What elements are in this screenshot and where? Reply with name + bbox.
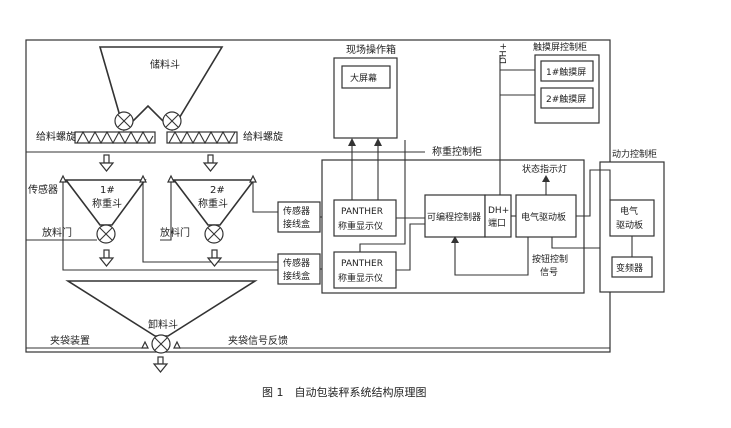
svg-text:驱动板: 驱动板 [616,219,643,231]
up-arrow-status [542,175,550,182]
svg-text:传感器: 传感器 [283,205,310,217]
dh-port: DH+ 端口 [484,194,512,238]
up-arrow-2 [374,138,382,146]
bag-clamp-label: 夹袋装置 [50,334,90,347]
up-arrow-1 [348,138,356,146]
big-screen-label: 大屏幕 [350,72,377,84]
panther-display-1: PANTHER 称重显示仪 [333,199,397,237]
weigh-cabinet-label: 称重控制柜 [432,145,482,158]
touchscreen-2 [540,87,594,109]
plc: 可编程控制器 [424,194,486,238]
touchscreen-1 [540,60,594,82]
weigh-hopper-2-label: 称重斗 [198,197,228,210]
bag-feedback-label: 夹袋信号反馈 [228,334,288,347]
weigh-hopper-1-num: 1# [100,185,115,196]
feed-screw-left [74,130,156,145]
weigh-hopper-1-label: 称重斗 [92,197,122,210]
junction-box-1: 传感器 接线盒 [277,201,321,233]
svg-text:称重显示仪: 称重显示仪 [338,220,383,232]
button-signal-label-2: 信号 [540,266,558,278]
unload-hopper-label: 卸料斗 [148,318,178,331]
feed-screw-right [166,130,238,145]
svg-text:接线盒: 接线盒 [283,218,310,230]
unload-hopper: 卸料斗 [65,280,258,354]
sensor-label: 传感器 [28,183,58,196]
svg-text:PANTHER: PANTHER [341,259,383,269]
svg-text:电气驱动板: 电气驱动板 [521,211,566,223]
electric-drive-board: 电气驱动板 [515,194,577,238]
svg-text:传感器: 传感器 [283,257,310,269]
dh-vertical-label: DH+ [499,43,509,64]
big-screen [341,65,391,89]
svg-text:2#触摸屏: 2#触摸屏 [546,93,586,105]
down-arrow-3 [98,249,115,267]
panther-display-2: PANTHER 称重显示仪 [333,251,397,289]
field-box-label: 现场操作箱 [346,43,396,56]
status-lamp-label: 状态指示灯 [522,163,567,175]
svg-text:接线盒: 接线盒 [283,270,310,282]
svg-text:可编程控制器: 可编程控制器 [427,211,481,223]
storage-hopper-label: 储料斗 [150,58,180,71]
svg-text:端口: 端口 [488,217,506,229]
svg-text:变频器: 变频器 [616,262,643,274]
power-drive-board [609,199,655,237]
down-arrow-5 [152,356,169,373]
figure-caption: 图 1 自动包装秤系统结构原理图 [262,385,427,399]
svg-text:DH+: DH+ [488,206,509,216]
feed-screw-left-label: 给料螺旋 [36,130,76,143]
up-arrow-plc [451,236,459,243]
touch-cabinet-label: 触摸屏控制柜 [533,41,587,53]
discharge-gate-right-label: 放料门 [160,226,190,239]
weigh-hopper-1: 1# 称重斗 [64,179,147,244]
button-signal-label-1: 按钮控制 [532,253,568,265]
down-arrow-2 [202,154,219,172]
junction-box-2: 传感器 接线盒 [277,253,321,285]
svg-text:称重显示仪: 称重显示仪 [338,272,383,284]
svg-text:1#触摸屏: 1#触摸屏 [546,66,586,78]
feed-screw-right-label: 给料螺旋 [243,130,283,143]
weigh-hopper-2: 2# 称重斗 [172,179,256,244]
svg-text:PANTHER: PANTHER [341,207,383,217]
power-cabinet-label: 动力控制柜 [612,148,657,160]
svg-text:电气: 电气 [620,205,638,217]
down-arrow-4 [206,249,223,267]
weigh-hopper-2-num: 2# [210,185,225,196]
discharge-gate-left-label: 放料门 [42,226,72,239]
storage-hopper: 储料斗 [98,46,224,132]
down-arrow-1 [98,154,115,172]
